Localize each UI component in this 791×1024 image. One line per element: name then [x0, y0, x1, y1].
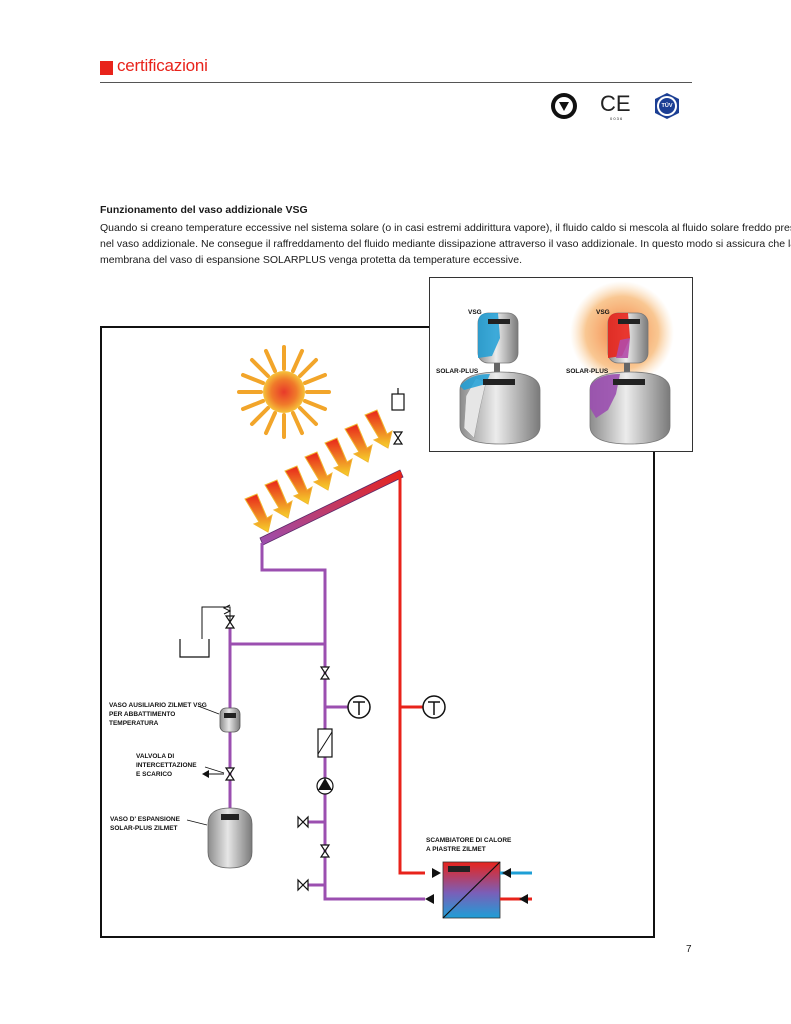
drain-tray: [179, 639, 210, 658]
flow-circuit: [398, 472, 425, 875]
body-line: Quando si creano temperature eccessive n…: [100, 222, 791, 234]
tuv-logo: TÜV: [655, 93, 679, 119]
return-circuit: [228, 543, 425, 901]
header-accent-square: [100, 61, 113, 75]
body-line: membrana del vaso di espansione SOLARPLU…: [100, 254, 522, 266]
safety-valve-spring-icon: [222, 604, 232, 615]
vsg-operation-inset: VSG SOLAR-PLUS VSG SOLAR-PLUS: [429, 277, 693, 452]
solar-collector: [259, 469, 404, 546]
label-vsg-left: VSG: [468, 309, 482, 316]
valve-icon: [224, 431, 404, 892]
solarplus-protected: [589, 371, 671, 445]
flow-arrow-icon: [202, 770, 528, 904]
plate-heat-exchanger: [442, 861, 501, 919]
flowmeter-icon: [317, 728, 333, 758]
vsg-normal: [477, 312, 519, 373]
thermometer-icon: [347, 695, 371, 719]
vsg-overheated: [607, 312, 649, 373]
body-line: nel vaso addizionale. Ne consegue il raf…: [100, 238, 791, 250]
label-solarplus-right: SOLAR-PLUS: [566, 368, 609, 375]
section-title: Funzionamento del vaso addizionale VSG: [100, 204, 308, 216]
solar-radiation-arrows: [244, 409, 393, 533]
svg-text:0 0 3 6: 0 0 3 6: [610, 116, 623, 121]
certification-logos: CE 0 0 3 6 TÜV: [551, 91, 679, 121]
header-title: certificazioni: [117, 56, 208, 75]
label-solarplus-left: SOLAR-PLUS: [436, 368, 479, 375]
label-vsg-right: VSG: [596, 309, 610, 316]
svg-text:CE: CE: [600, 91, 631, 116]
cert-quality-logo: [551, 93, 577, 119]
vsg-vessel: [219, 707, 241, 733]
solarplus-expansion-vessel: [207, 807, 253, 869]
svg-text:TÜV: TÜV: [662, 102, 673, 109]
page-number: 7: [686, 944, 692, 955]
section-body: Quando si creano temperature eccessive n…: [100, 220, 791, 268]
inset-svg: VSG SOLAR-PLUS VSG SOLAR-PLUS: [436, 281, 674, 445]
air-vent: [391, 393, 405, 411]
solarplus-normal: [459, 371, 541, 445]
page-header: certificazioni: [100, 56, 692, 83]
thermometer-icon: [422, 695, 446, 719]
sun-icon: [237, 345, 331, 439]
ce-mark: CE 0 0 3 6: [600, 91, 631, 121]
pump-icon: [316, 777, 334, 795]
